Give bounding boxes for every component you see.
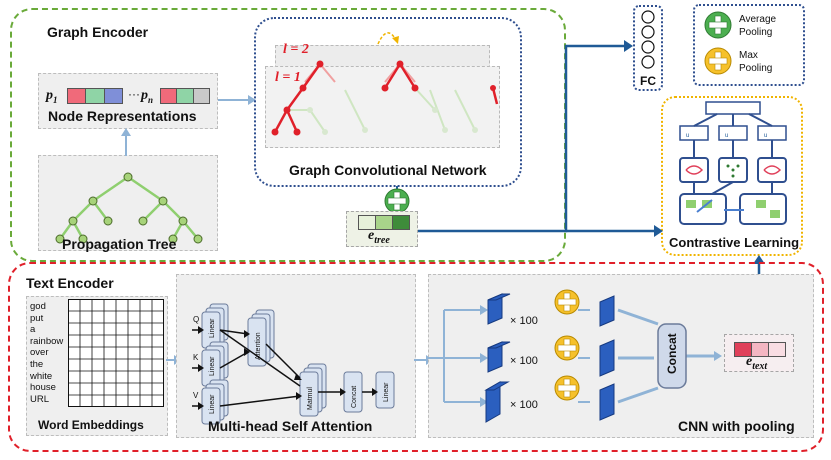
contrastive-label: Contrastive Learning [669,235,800,250]
etree-label: etree [368,228,390,246]
svg-text:× 100: × 100 [510,315,538,327]
cnn-label: CNN with pooling [678,418,795,434]
legend-average-pooling-icon [704,11,732,39]
graph-encoder-title: Graph Encoder [47,24,149,40]
word: rainbow [30,335,64,347]
attention-diagram: Linear Linear Linear Attention Matmul Co… [192,303,395,425]
svg-text:K: K [193,353,199,362]
fc-neurons [641,10,655,69]
attention-label: Multi-head Self Attention [208,418,373,434]
svg-text:u: u [686,133,689,139]
node-representations-label: Node Representations [48,108,197,124]
svg-text:u: u [764,133,767,139]
fc-panel [633,5,663,91]
legend-max-pooling-label: Max Pooling [739,50,773,74]
fc-label: FC [640,74,656,88]
svg-text:V: V [193,391,199,400]
ellipsis: ··· [128,87,140,101]
p1-label: p1 [46,88,58,105]
text-encoder-title: Text Encoder [26,275,114,291]
gcn-panel [254,17,522,187]
svg-text:Linear: Linear [383,382,390,402]
svg-text:Matmul: Matmul [307,387,314,410]
svg-text:Q: Q [193,315,199,324]
pn-vector [160,88,210,104]
etext-label: etext [746,354,768,372]
word: the [30,358,44,370]
propagation-tree-label: Propagation Tree [62,236,177,252]
word: over [30,347,49,359]
svg-text:Attention: Attention [255,332,262,360]
svg-text:× 100: × 100 [510,355,538,367]
tree-to-nodes-arrow [121,128,131,156]
legend-max-pooling-icon [704,47,732,75]
etext-vector [734,342,786,357]
word: house [30,382,56,394]
cnn-diagram: Concat × 100 × 100 × 100 [428,289,722,423]
propagation-tree-box [38,155,218,251]
propagation-tree-diagram [55,172,203,244]
word: god [30,301,46,312]
gcn-layer1-card [265,66,500,148]
word: put [30,312,44,324]
gcn-diagram [271,32,499,136]
svg-text:Linear: Linear [209,356,216,376]
svg-text:u: u [725,133,728,139]
svg-text:Concat: Concat [351,386,358,408]
word-list: god put a rainbow over the white house U… [30,301,63,405]
legend-average-pooling-label: Average Pooling [739,14,777,38]
word-embeddings-label: Word Embeddings [38,418,144,432]
svg-text:Linear: Linear [209,318,216,338]
contrastive-panel [661,96,803,256]
word: a [30,324,36,336]
text-encoder-panel [8,262,824,452]
gcn-layer2-label: l = 2 [283,42,309,57]
gcn-label: Graph Convolutional Network [289,162,487,178]
word: URL [30,393,50,405]
legend-panel [693,4,805,86]
pn-label: pn [141,88,154,105]
word: white [30,370,53,382]
p1-vector [67,88,123,104]
svg-text:× 100: × 100 [510,399,538,411]
average-pooling-icon [384,188,410,214]
embedding-grid [68,299,164,407]
etree-vector [358,215,410,230]
gcn-layer1-label: l = 1 [275,70,301,85]
nodes-to-gcn-arrow [218,95,256,105]
svg-text:Concat: Concat [665,333,679,374]
svg-text:Linear: Linear [209,394,216,414]
